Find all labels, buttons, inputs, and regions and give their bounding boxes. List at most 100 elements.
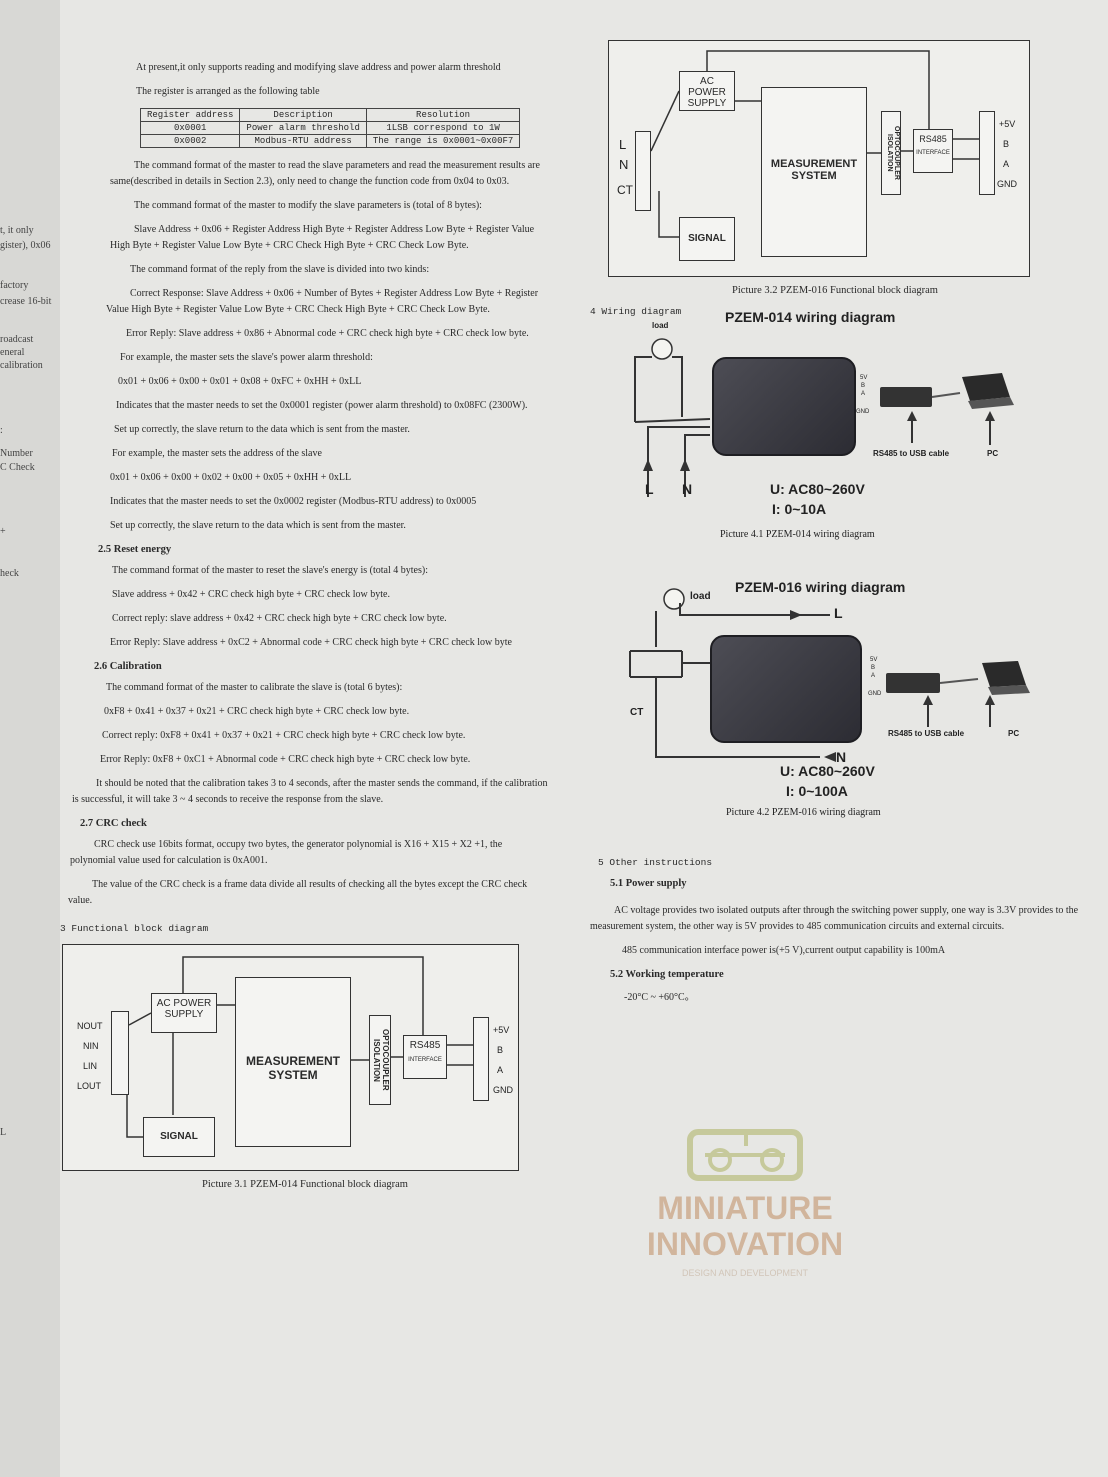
reset-error: Error Reply: Slave address + 0xC2 + Abno… [110, 637, 512, 648]
signal-box: SIGNAL [143, 1117, 215, 1157]
pin-b-label: B [871, 665, 876, 671]
wiring-014-title: PZEM-014 wiring diagram [725, 309, 896, 325]
calib-frame: 0xF8 + 0x41 + 0x37 + 0x21 + CRC check hi… [104, 706, 410, 717]
pin-b-label: B [861, 383, 866, 389]
measurement-box: MEASUREMENT SYSTEM [235, 977, 351, 1147]
ac-power-box: AC POWER SUPPLY [151, 993, 217, 1033]
table-row: 0x0001 Power alarm threshold 1LSB corres… [139, 121, 521, 135]
pin-label: GND [493, 1085, 513, 1095]
cable-label: RS485 to USB cable [873, 449, 950, 458]
caption-3-1: Picture 3.1 PZEM-014 Functional block di… [202, 1179, 408, 1190]
edge-fragment: crease 16-bit [0, 296, 52, 307]
measurement-box: MEASUREMENT SYSTEM [761, 87, 867, 257]
example2-explain: Indicates that the master needs to set t… [110, 496, 477, 507]
interface-label: INTERFACE [916, 150, 950, 156]
edge-fragment: C Check [0, 462, 35, 473]
laptop-icon [982, 661, 1026, 687]
wiring-016-drawing [629, 588, 1030, 762]
edge-fragment: Number [0, 448, 33, 459]
pin-5v-label: 5V [860, 375, 868, 381]
pin-label: B [1003, 139, 1010, 149]
pin-a-label: A [871, 673, 876, 679]
usb-adapter-icon [880, 387, 932, 407]
caption-4-2: Picture 4.2 PZEM-016 wiring diagram [726, 807, 881, 818]
edge-fragment: gister), 0x06 [0, 240, 51, 251]
table-row: 0x0002 Modbus-RTU address The range is 0… [139, 134, 521, 148]
modify-frame-paragraph: Slave Address + 0x06 + Register Address … [110, 224, 535, 251]
pin-5v-label: 5V [870, 657, 878, 663]
pin-a-label: A [861, 391, 866, 397]
rs485-label: RS485 [919, 134, 947, 144]
section-4-heading: 4 Wiring diagram [590, 306, 682, 317]
reply-kinds-paragraph: The command format of the reply from the… [130, 264, 430, 275]
table-cell: Modbus-RTU address [239, 134, 367, 148]
pin-gnd-label: GND [856, 409, 870, 415]
pin-label: +5V [493, 1025, 510, 1035]
watermark-line3: DESIGN AND DEVELOPMENT [681, 1268, 809, 1278]
table-cell: Power alarm threshold [239, 121, 367, 135]
current-range-016: I: 0~100A [786, 783, 848, 799]
block-diagram-016-lines [650, 50, 979, 238]
usb-adapter-icon [886, 673, 940, 693]
input-terminal [635, 131, 651, 211]
read-format-paragraph: The command format of the master to read… [110, 160, 540, 187]
pin-label: A [497, 1065, 504, 1075]
edge-fragment: factory [0, 280, 29, 291]
l-line-label: L [834, 605, 843, 621]
tractor-logo-icon [687, 1129, 803, 1181]
watermark-logo: MINIATURE INNOVATION DESIGN AND DEVELOPM… [610, 1120, 880, 1310]
pzem-016-module [710, 635, 862, 743]
section-5-heading: 5 Other instructions [598, 857, 713, 868]
n-line-label: N [836, 749, 847, 765]
voltage-range: U: AC80~260V [770, 481, 865, 497]
opto-box: OPTOCOUPLER ISOLATION [881, 111, 901, 195]
error-reply-paragraph: Error Reply: Slave address + 0x86 + Abno… [126, 328, 529, 339]
current-range-014: I: 0~10A [772, 501, 827, 517]
pc-label: PC [987, 449, 999, 458]
example2-frame: 0x01 + 0x06 + 0x00 + 0x02 + 0x00 + 0x05 … [110, 472, 352, 483]
watermark-line1: MINIATURE [657, 1190, 833, 1226]
rs485-label: RS485 [409, 1040, 441, 1051]
pin-label: LIN [83, 1061, 98, 1071]
calib-error: Error Reply: 0xF8 + 0xC1 + Abnormal code… [100, 754, 471, 765]
wiring-diagram-014: PZEM-014 wiring diagram load [590, 309, 1080, 547]
block-diagram-014: AC POWER SUPPLY MEASUREMENT SYSTEM OPTOC… [62, 944, 519, 1171]
adjacent-page-strip [0, 0, 60, 1477]
bulb-icon [651, 338, 673, 360]
pin-label: NIN [83, 1041, 99, 1051]
caption-4-1: Picture 4.1 PZEM-014 wiring diagram [720, 529, 875, 540]
ct-label: CT [630, 707, 644, 718]
table-cell: 0x0001 [139, 121, 241, 135]
example2-intro: For example, the master sets the address… [112, 448, 322, 459]
reset-format: The command format of the master to rese… [112, 565, 428, 576]
table-header: Register address [139, 108, 241, 122]
voltage-range: U: AC80~260V [780, 763, 875, 779]
edge-fragment: : [0, 425, 3, 436]
input-terminal [111, 1011, 129, 1095]
ac-power-box: AC POWER SUPPLY [679, 71, 735, 111]
pin-label: GND [997, 179, 1017, 189]
table-header: Resolution [365, 108, 521, 122]
calib-format: The command format of the master to cali… [106, 682, 403, 693]
edge-fragment: L [0, 1127, 7, 1138]
table-cell: The range is 0x0001~0x00F7 [365, 134, 521, 148]
calib-correct: Correct reply: 0xF8 + 0x41 + 0x37 + 0x21… [102, 730, 466, 741]
pzem-014-module [712, 357, 856, 456]
power-supply-paragraph: AC voltage provides two isolated outputs… [590, 905, 1079, 932]
l-terminal-label: L [645, 481, 654, 497]
rs485-box: RS485 INTERFACE [913, 129, 953, 173]
table-cell: 1LSB correspond to 1W [365, 121, 521, 135]
pin-label: NOUT [77, 1021, 103, 1031]
pin-label: +5V [999, 119, 1016, 129]
example2-result: Set up correctly, the slave return to th… [110, 520, 406, 531]
pin-gnd-label: GND [868, 691, 882, 697]
pin-label: LOUT [77, 1081, 102, 1091]
temperature-range: -20°C ~ +60°C。 [624, 992, 695, 1003]
pin-label: CT [617, 183, 633, 197]
signal-box: SIGNAL [679, 217, 735, 261]
n-terminal-label: N [682, 481, 693, 497]
section-2-7-heading: 2.7 CRC check [80, 818, 147, 829]
load-label: load [690, 591, 711, 602]
watermark-line2: INNOVATION [646, 1226, 844, 1262]
example1-intro: For example, the master sets the slave's… [120, 352, 373, 363]
